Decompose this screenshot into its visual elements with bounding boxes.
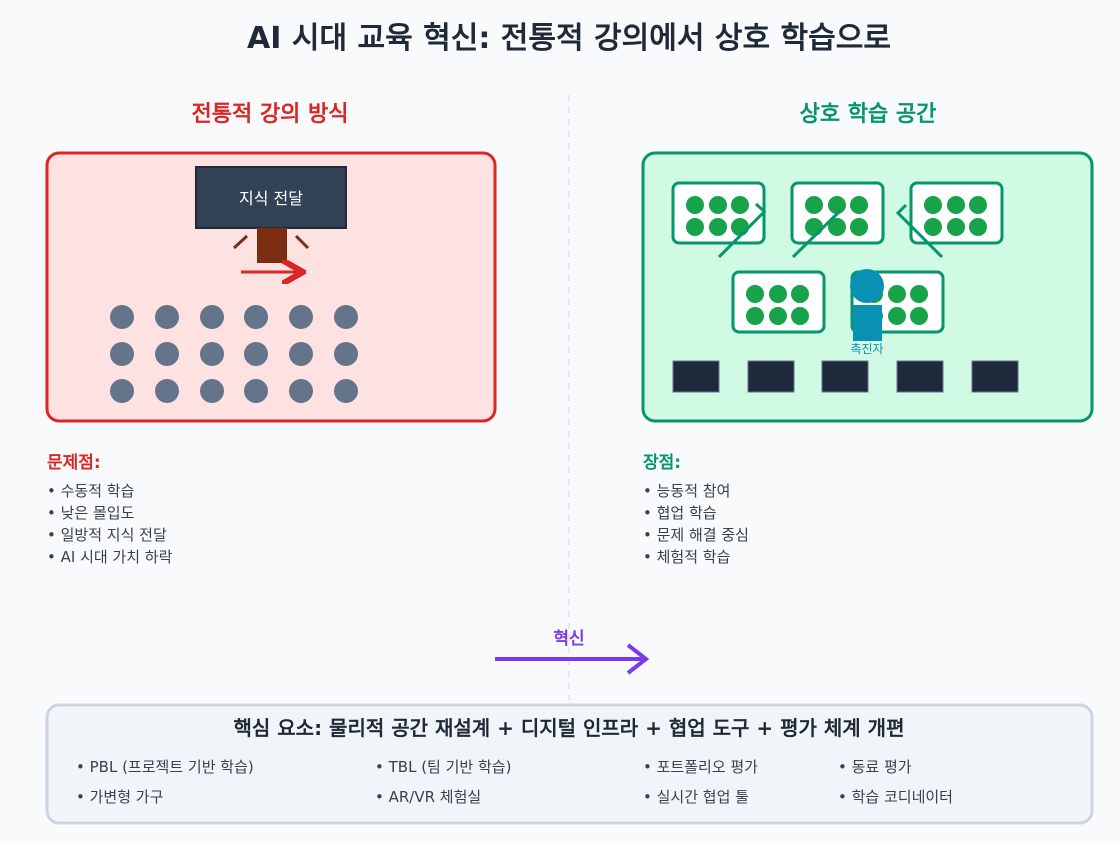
issues-title: 문제점: bbox=[47, 453, 101, 473]
key-item: • 학습 코디네이터 bbox=[838, 788, 953, 806]
key-elements-box bbox=[45, 703, 1094, 825]
student-icon bbox=[155, 305, 179, 329]
screen-icon bbox=[821, 360, 869, 393]
page-title: AI 시대 교육 혁신: 전통적 강의에서 상호 학습으로 bbox=[247, 21, 891, 56]
student-icon bbox=[155, 379, 179, 403]
screen-icon bbox=[672, 360, 720, 393]
student-icon bbox=[244, 342, 268, 366]
benefit-item: • 능동적 참여 bbox=[643, 482, 730, 500]
student-icon bbox=[289, 379, 313, 403]
key-item: • PBL (프로젝트 기반 학습) bbox=[76, 758, 254, 776]
student-icon bbox=[828, 196, 846, 214]
student-icon bbox=[924, 218, 942, 236]
student-icon bbox=[805, 196, 823, 214]
benefits-title: 장점: bbox=[643, 453, 681, 473]
student-icon bbox=[910, 307, 928, 325]
benefit-item: • 체험적 학습 bbox=[643, 548, 730, 566]
student-icon bbox=[791, 285, 809, 303]
student-icon bbox=[110, 379, 134, 403]
right-heading: 상호 학습 공간 bbox=[800, 102, 937, 127]
student-icon bbox=[289, 305, 313, 329]
student-grid bbox=[110, 305, 358, 403]
student-icon bbox=[686, 218, 704, 236]
student-icon bbox=[244, 379, 268, 403]
student-icon bbox=[334, 342, 358, 366]
student-icon bbox=[200, 305, 224, 329]
left-heading: 전통적 강의 방식 bbox=[192, 102, 349, 127]
key-elements-heading: 핵심 요소: 물리적 공간 재설계 + 디지털 인프라 + 협업 도구 + 평가… bbox=[234, 716, 905, 740]
student-icon bbox=[200, 342, 224, 366]
student-icon bbox=[805, 218, 823, 236]
student-icon bbox=[110, 305, 134, 329]
student-icon bbox=[334, 379, 358, 403]
transition-label: 혁신 bbox=[553, 628, 584, 649]
student-icon bbox=[731, 196, 749, 214]
student-icon bbox=[746, 285, 764, 303]
screen-icon bbox=[747, 360, 795, 393]
student-icon bbox=[746, 307, 764, 325]
student-icon bbox=[110, 342, 134, 366]
student-icon bbox=[155, 342, 179, 366]
issue-item: • 수동적 학습 bbox=[47, 482, 134, 500]
student-icon bbox=[947, 196, 965, 214]
key-item: • TBL (팀 기반 학습) bbox=[375, 758, 511, 776]
student-icon bbox=[200, 379, 224, 403]
student-icon bbox=[888, 307, 906, 325]
facilitator-label: 촉진자 bbox=[850, 342, 883, 356]
key-item: • 동료 평가 bbox=[838, 758, 912, 776]
board-label: 지식 전달 bbox=[239, 189, 303, 208]
student-icon bbox=[791, 307, 809, 325]
student-icon bbox=[850, 218, 868, 236]
student-icon bbox=[924, 196, 942, 214]
benefit-item: • 협업 학습 bbox=[643, 504, 717, 522]
student-icon bbox=[769, 285, 787, 303]
student-icon bbox=[969, 196, 987, 214]
benefit-item: • 문제 해결 중심 bbox=[643, 526, 749, 544]
student-icon bbox=[289, 342, 313, 366]
student-icon bbox=[969, 218, 987, 236]
podium bbox=[257, 228, 287, 263]
group-table bbox=[909, 181, 1004, 245]
key-item: • 포트폴리오 평가 bbox=[643, 758, 758, 776]
sound-line bbox=[294, 234, 310, 250]
key-item: • 실시간 협업 툴 bbox=[643, 788, 749, 806]
student-icon bbox=[334, 305, 358, 329]
student-icon bbox=[888, 285, 906, 303]
group-table bbox=[731, 270, 826, 334]
digital-screens bbox=[672, 360, 1019, 393]
student-icon bbox=[910, 285, 928, 303]
student-icon bbox=[244, 305, 268, 329]
interaction-lines bbox=[717, 202, 944, 259]
sound-line bbox=[232, 234, 249, 250]
issue-item: • 낮은 몰입도 bbox=[47, 504, 135, 522]
transition-arrow bbox=[495, 643, 650, 675]
student-icon bbox=[709, 196, 727, 214]
student-icon bbox=[686, 196, 704, 214]
student-icon bbox=[947, 218, 965, 236]
key-item: • AR/VR 체험실 bbox=[375, 788, 481, 806]
student-icon bbox=[850, 196, 868, 214]
student-icon bbox=[769, 307, 787, 325]
student-icon bbox=[731, 218, 749, 236]
key-item: • 가변형 가구 bbox=[76, 788, 163, 806]
group-table bbox=[671, 181, 766, 245]
student-icon bbox=[709, 218, 727, 236]
issue-item: • AI 시대 가치 하락 bbox=[47, 548, 173, 566]
student-icon bbox=[828, 218, 846, 236]
screen-icon bbox=[896, 360, 944, 393]
screen-icon bbox=[971, 360, 1019, 393]
facilitator-icon bbox=[850, 269, 884, 341]
issue-item: • 일방적 지식 전달 bbox=[47, 526, 167, 544]
